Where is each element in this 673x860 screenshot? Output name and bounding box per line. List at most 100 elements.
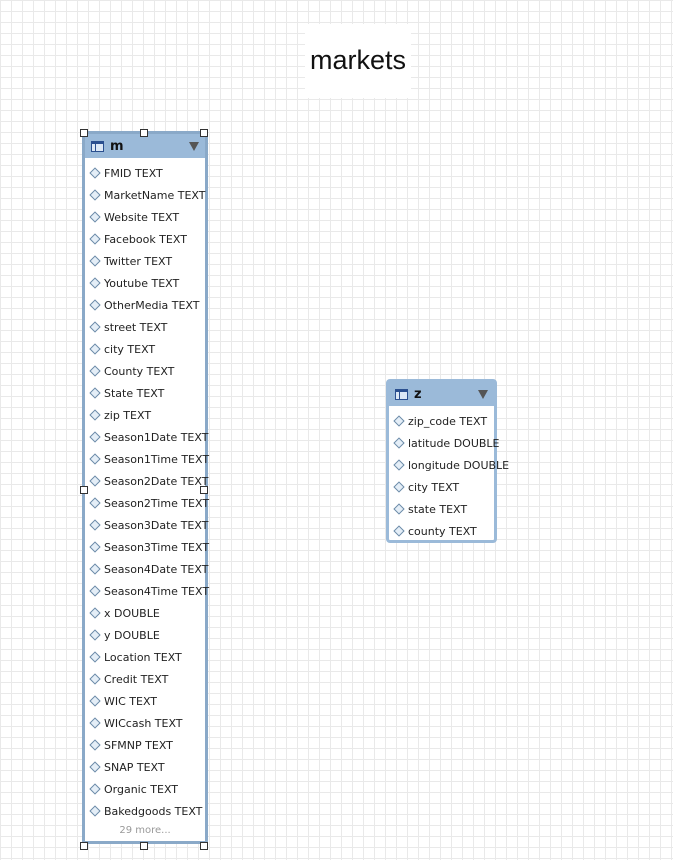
column-row[interactable]: SFMNP TEXT: [85, 734, 205, 756]
table-z[interactable]: z zip_code TEXT latitude DOUBLE longitude …: [386, 379, 509, 543]
column-row[interactable]: OtherMedia TEXT: [85, 294, 205, 316]
column-row[interactable]: Facebook TEXT: [85, 228, 205, 250]
table-m-header[interactable]: m: [85, 134, 205, 158]
column-row[interactable]: Location TEXT: [85, 646, 205, 668]
column-row[interactable]: city TEXT: [85, 338, 205, 360]
column-diamond-icon: [393, 481, 405, 493]
column-row[interactable]: Season2Date TEXT: [85, 470, 208, 492]
column-label: zip TEXT: [104, 408, 152, 422]
column-label: Location TEXT: [104, 650, 182, 664]
column-row[interactable]: Website TEXT: [85, 206, 205, 228]
column-label: OtherMedia TEXT: [104, 298, 200, 312]
column-label: Season4Date TEXT: [104, 562, 209, 576]
column-row[interactable]: Season2Time TEXT: [85, 492, 209, 514]
column-diamond-icon: [89, 629, 101, 641]
column-row[interactable]: city TEXT: [389, 476, 494, 498]
column-row[interactable]: latitude DOUBLE: [389, 432, 500, 454]
column-row[interactable]: Youtube TEXT: [85, 272, 205, 294]
table-z-columns: zip_code TEXT latitude DOUBLE longitude DO…: [389, 406, 509, 542]
column-row[interactable]: zip_code TEXT: [389, 410, 494, 432]
column-label: Website TEXT: [104, 210, 180, 224]
column-row[interactable]: street TEXT: [85, 316, 205, 338]
column-row[interactable]: MarketName TEXT: [85, 184, 206, 206]
column-row[interactable]: WIC TEXT: [85, 690, 205, 712]
column-row[interactable]: Bakedgoods TEXT: [85, 800, 205, 822]
table-z-header[interactable]: z: [389, 382, 494, 406]
table-icon: [91, 140, 104, 152]
column-row[interactable]: FMID TEXT: [85, 162, 205, 184]
column-row[interactable]: WICcash TEXT: [85, 712, 205, 734]
column-row[interactable]: Season1Time TEXT: [85, 448, 209, 470]
diagram-title: markets: [309, 44, 407, 75]
column-row[interactable]: Organic TEXT: [85, 778, 205, 800]
column-diamond-icon: [89, 431, 101, 443]
column-row[interactable]: zip TEXT: [85, 404, 205, 426]
column-row[interactable]: Season4Time TEXT: [85, 580, 209, 602]
table-z-name: z: [414, 386, 422, 402]
column-diamond-icon: [89, 277, 101, 289]
column-label: Season3Date TEXT: [104, 518, 209, 532]
column-diamond-icon: [89, 255, 101, 267]
resize-handle-bottom-right[interactable]: [200, 842, 208, 850]
column-label: Organic TEXT: [104, 782, 179, 796]
collapse-triangle-icon[interactable]: [189, 142, 199, 151]
resize-handle-top-right[interactable]: [200, 129, 208, 137]
column-diamond-icon: [89, 343, 101, 355]
collapse-triangle-icon[interactable]: [478, 390, 488, 399]
column-diamond-icon: [89, 233, 101, 245]
column-row[interactable]: x DOUBLE: [85, 602, 205, 624]
column-row[interactable]: Twitter TEXT: [85, 250, 205, 272]
column-row[interactable]: Season4Date TEXT: [85, 558, 209, 580]
column-diamond-icon: [393, 437, 405, 449]
resize-handle-bottom-left[interactable]: [80, 842, 88, 850]
column-label: Season2Time TEXT: [104, 496, 210, 510]
resize-handle-top-center[interactable]: [140, 129, 148, 137]
more-columns-label[interactable]: 29 more...: [119, 825, 171, 836]
column-diamond-icon: [89, 453, 101, 465]
column-diamond-icon: [393, 525, 405, 537]
resize-handle-middle-left[interactable]: [80, 486, 88, 494]
column-label: latitude DOUBLE: [408, 436, 500, 450]
column-diamond-icon: [89, 365, 101, 377]
table-m[interactable]: m FMID TEXT MarketName TEXT Website TEXT Fa…: [82, 131, 209, 844]
resize-handle-top-left[interactable]: [80, 129, 88, 137]
column-diamond-icon: [89, 563, 101, 575]
column-row[interactable]: Season3Time TEXT: [85, 536, 209, 558]
column-label: Twitter TEXT: [104, 254, 173, 268]
column-diamond-icon: [393, 503, 405, 515]
column-label: Season1Time TEXT: [104, 452, 210, 466]
column-diamond-icon: [89, 783, 101, 795]
column-row[interactable]: y DOUBLE: [85, 624, 205, 646]
column-row[interactable]: SNAP TEXT: [85, 756, 205, 778]
column-label: Youtube TEXT: [104, 276, 180, 290]
column-label: MarketName TEXT: [104, 188, 206, 202]
column-row[interactable]: State TEXT: [85, 382, 205, 404]
resize-handle-bottom-center[interactable]: [140, 842, 148, 850]
column-row[interactable]: county TEXT: [389, 520, 494, 542]
column-label: SFMNP TEXT: [104, 738, 173, 752]
column-diamond-icon: [89, 167, 101, 179]
column-diamond-icon: [89, 387, 101, 399]
column-diamond-icon: [89, 739, 101, 751]
column-label: zip_code TEXT: [408, 414, 488, 428]
column-diamond-icon: [89, 651, 101, 663]
column-label: County TEXT: [104, 364, 175, 378]
column-diamond-icon: [393, 459, 405, 471]
table-icon: [395, 388, 408, 400]
column-label: longitude DOUBLE: [408, 458, 510, 472]
column-label: SNAP TEXT: [104, 760, 165, 774]
column-label: WIC TEXT: [104, 694, 158, 708]
column-row[interactable]: longitude DOUBLE: [389, 454, 509, 476]
column-row[interactable]: County TEXT: [85, 360, 205, 382]
column-row[interactable]: Season1Date TEXT: [85, 426, 208, 448]
column-row[interactable]: state TEXT: [389, 498, 494, 520]
column-diamond-icon: [89, 475, 101, 487]
column-label: county TEXT: [408, 524, 477, 538]
column-diamond-icon: [89, 585, 101, 597]
diagram-title-box[interactable]: markets: [305, 24, 411, 98]
column-row[interactable]: Season3Date TEXT: [85, 514, 209, 536]
resize-handle-middle-right[interactable]: [200, 486, 208, 494]
column-row[interactable]: Credit TEXT: [85, 668, 205, 690]
table-m-columns: FMID TEXT MarketName TEXT Website TEXT Face…: [85, 158, 209, 822]
column-label: city TEXT: [104, 342, 156, 356]
